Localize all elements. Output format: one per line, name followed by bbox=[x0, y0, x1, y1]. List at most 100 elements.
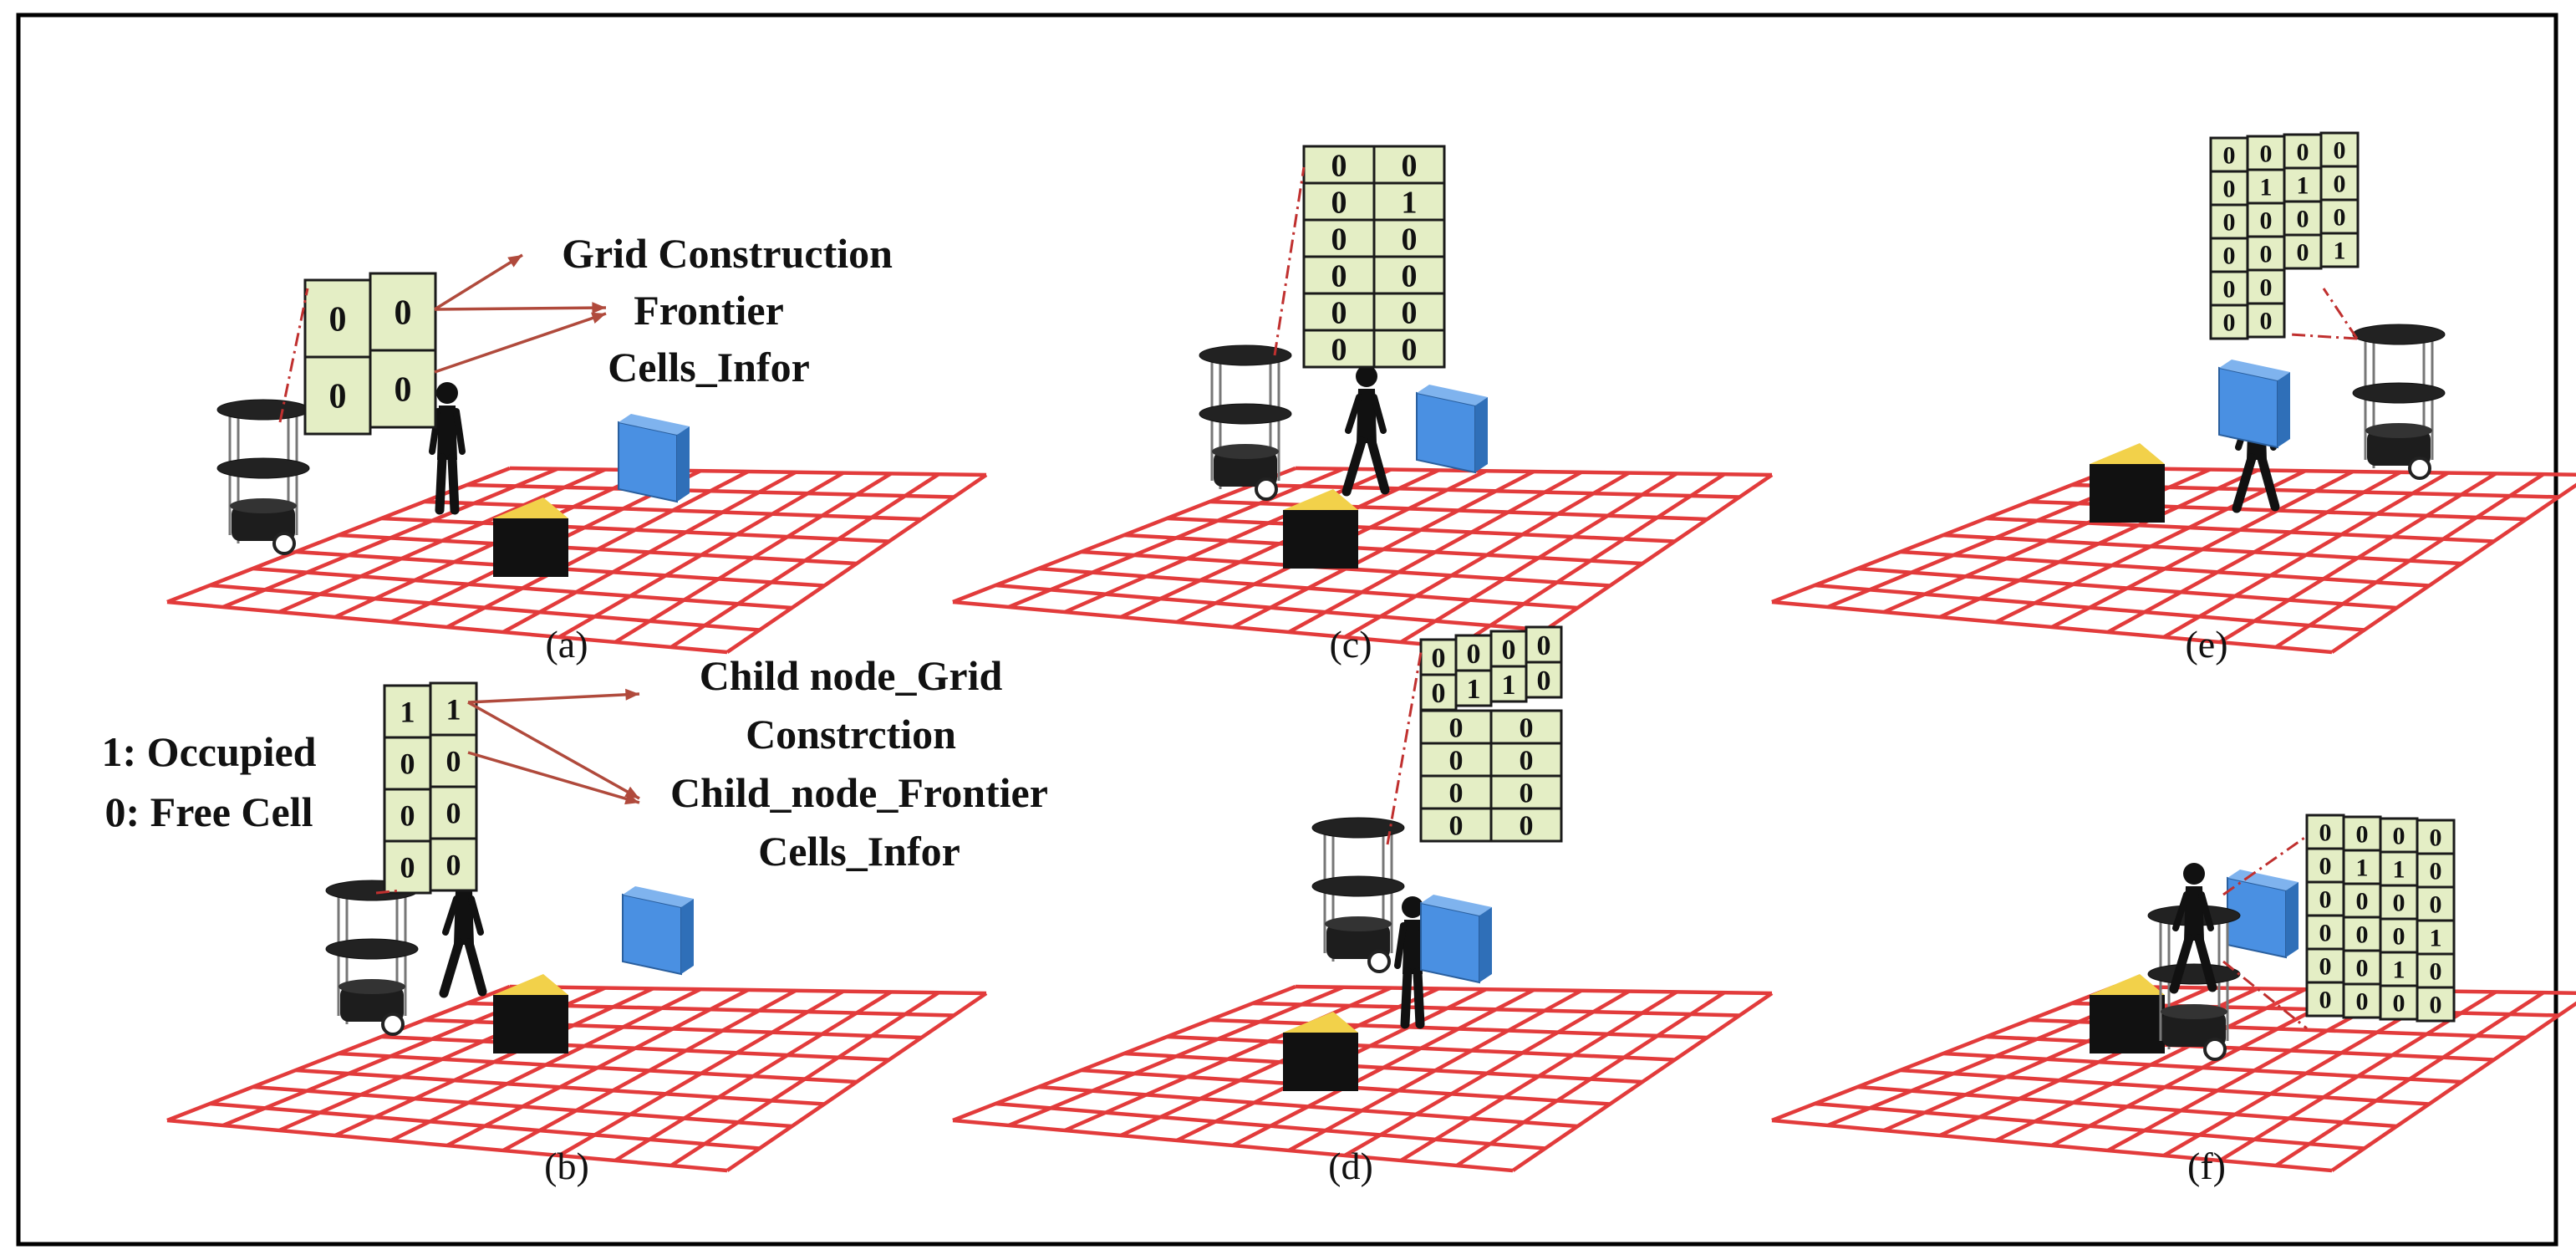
robot-icon bbox=[216, 399, 310, 555]
floor-line bbox=[669, 472, 940, 649]
person-icon bbox=[439, 867, 487, 998]
arrow-line bbox=[467, 751, 640, 804]
robot-base bbox=[340, 987, 404, 1022]
map-cell-value: 0 bbox=[2319, 853, 2332, 880]
map-cell-value: 0 bbox=[2260, 140, 2273, 168]
blue-box-obstacle bbox=[1420, 895, 1492, 984]
map-cell-value: 0 bbox=[2356, 888, 2369, 916]
blue-box-face bbox=[1416, 391, 1476, 474]
map-cell bbox=[2283, 233, 2323, 270]
robot-top-plate bbox=[1199, 344, 1292, 366]
map-cell-value: 0 bbox=[2356, 921, 2369, 949]
person-leg bbox=[464, 938, 487, 997]
yellow-box-body bbox=[493, 995, 568, 1053]
floor-line bbox=[1399, 990, 1678, 1162]
sensor-link bbox=[2222, 960, 2308, 1030]
floor-line bbox=[445, 988, 750, 1147]
map-cell bbox=[1489, 807, 1563, 843]
map-cell-value: 0 bbox=[2356, 821, 2369, 849]
person-arm bbox=[1371, 394, 1387, 434]
robot-wheel bbox=[1367, 950, 1391, 973]
map-cell-value: 0 bbox=[1432, 678, 1446, 709]
map-cell-value: 0 bbox=[2430, 824, 2442, 852]
map-cell-value: 0 bbox=[446, 745, 461, 778]
robot-mid-plate bbox=[216, 457, 310, 479]
yellow-box-body bbox=[493, 518, 568, 577]
map-cell bbox=[429, 837, 478, 892]
person-arm bbox=[1345, 394, 1362, 434]
floor-line bbox=[952, 466, 1296, 604]
map-cell bbox=[1489, 709, 1563, 745]
map-cell bbox=[2416, 952, 2456, 989]
map-cell bbox=[1302, 145, 1376, 185]
floor-line bbox=[1120, 987, 1439, 1138]
blue-box-side bbox=[1479, 907, 1492, 982]
map-cell-value: 0 bbox=[1331, 185, 1347, 220]
map-cell-value: 0 bbox=[2223, 142, 2236, 170]
map-cell bbox=[1302, 181, 1376, 222]
floor-line bbox=[390, 987, 701, 1143]
blue-box-face bbox=[1420, 901, 1480, 984]
map-cell bbox=[2305, 880, 2345, 917]
map-cell bbox=[2379, 951, 2419, 987]
person-arm bbox=[468, 895, 484, 936]
annotation-frontier: Frontier bbox=[634, 287, 784, 334]
floor-line bbox=[1511, 473, 1774, 654]
robot-mid-plate bbox=[1199, 403, 1292, 425]
yellow-box-obstacle bbox=[2090, 974, 2165, 1053]
floor-line bbox=[1511, 992, 1774, 1172]
robot-base-top bbox=[230, 498, 297, 513]
floor-line bbox=[1399, 472, 1678, 644]
map-cell-value: 0 bbox=[1331, 148, 1347, 183]
robot-icon bbox=[1311, 817, 1405, 973]
map-cell-value: 0 bbox=[1537, 666, 1551, 696]
map-cell bbox=[1525, 661, 1563, 699]
map-cell bbox=[2319, 232, 2360, 268]
person-arm bbox=[442, 895, 460, 936]
map-cell-value: 0 bbox=[1467, 639, 1481, 670]
map-cell-value: 0 bbox=[2223, 176, 2236, 203]
map-cell bbox=[2416, 885, 2456, 922]
map-cell-value: 0 bbox=[400, 799, 415, 833]
yellow-box-obstacle bbox=[493, 497, 568, 577]
sensor-link bbox=[1273, 166, 1306, 356]
map-cell-value: 0 bbox=[2430, 992, 2442, 1019]
map-cell-value: 0 bbox=[2223, 309, 2236, 337]
map-cell bbox=[1302, 255, 1376, 295]
robot-base bbox=[1214, 451, 1277, 487]
map-cell-value: 0 bbox=[2223, 276, 2236, 304]
sensor-link bbox=[278, 288, 309, 423]
person-icon bbox=[429, 382, 466, 515]
map-cell-value: 0 bbox=[2430, 858, 2442, 885]
map-cell bbox=[369, 272, 437, 352]
map-cell-value: 1 bbox=[2393, 856, 2405, 884]
floor-line bbox=[1120, 468, 1439, 620]
arrow-head bbox=[507, 255, 522, 268]
robot-wheel bbox=[2408, 457, 2431, 480]
floor-line bbox=[2050, 988, 2355, 1147]
robot-wheel bbox=[1255, 477, 1278, 501]
blue-box-side bbox=[681, 899, 694, 974]
blue-box-side bbox=[1475, 397, 1488, 472]
map-cell-value: 0 bbox=[2430, 891, 2442, 919]
map-cell-value: 0 bbox=[2334, 171, 2346, 198]
sensor-link bbox=[2322, 288, 2359, 339]
person-leg bbox=[435, 453, 447, 515]
map-cell-value: 0 bbox=[400, 851, 415, 885]
floor-line bbox=[1995, 987, 2306, 1143]
person-arm bbox=[2198, 891, 2214, 931]
yellow-box-body bbox=[1283, 1033, 1358, 1091]
map-cell-value: 0 bbox=[2297, 206, 2309, 233]
person-icon bbox=[1341, 365, 1390, 497]
map-cell bbox=[429, 785, 478, 840]
sensor-link bbox=[375, 889, 402, 895]
robot-icon bbox=[2147, 905, 2241, 1061]
map-cell bbox=[2246, 201, 2286, 238]
person-arm bbox=[429, 408, 441, 455]
robot-base bbox=[1326, 924, 1390, 959]
